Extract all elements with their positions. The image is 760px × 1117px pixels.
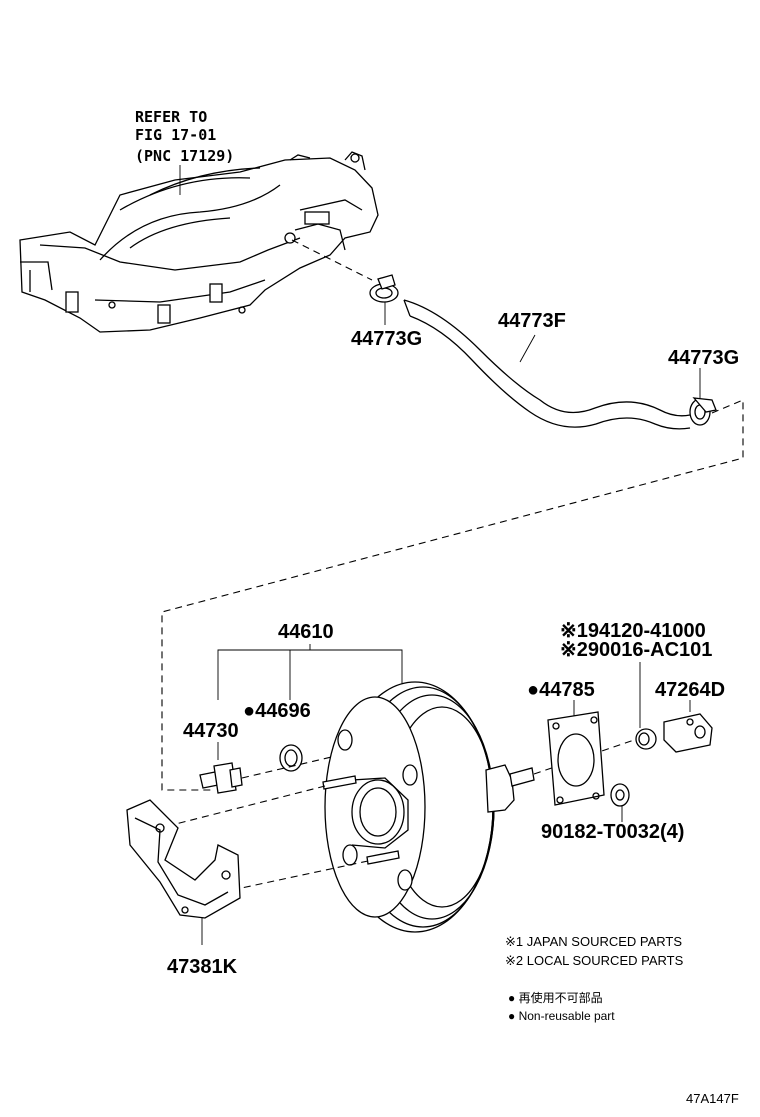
hose-clip-right xyxy=(689,397,717,426)
refer-to-line1: REFER TO xyxy=(135,108,207,126)
part-label-47264D[interactable]: 47264D xyxy=(655,679,725,701)
part-label-44773G-top[interactable]: 44773G xyxy=(351,328,422,350)
legend-note-japan: ※1 JAPAN SOURCED PARTS xyxy=(505,934,682,949)
part-label-44773G-right[interactable]: 44773G xyxy=(668,347,739,369)
hose-clip-top xyxy=(369,274,399,303)
part-label-44785[interactable]: ●44785 xyxy=(527,679,595,701)
part-label-47381K[interactable]: 47381K xyxy=(167,956,238,978)
part-label-44730[interactable]: 44730 xyxy=(183,720,239,742)
refer-to-line2: FIG 17-01 xyxy=(135,126,216,144)
clevis xyxy=(663,713,713,753)
nut xyxy=(635,728,657,750)
gasket-plate xyxy=(547,711,605,806)
assembly-bracket-line xyxy=(217,649,403,700)
part-label-nut-1[interactable]: ※194120-41000 xyxy=(560,620,706,642)
part-label-44696[interactable]: ●44696 xyxy=(243,700,311,722)
flange-bolt xyxy=(610,783,630,807)
grommet xyxy=(279,744,303,772)
legend-nonreusable-jp: ● 再使用不可部品 xyxy=(508,990,603,1005)
part-label-nut-2[interactable]: ※290016-AC101 xyxy=(560,639,712,661)
part-label-44773F[interactable]: 44773F xyxy=(498,310,566,332)
part-label-90182[interactable]: 90182-T0032(4) xyxy=(541,821,684,843)
brake-booster xyxy=(322,681,535,933)
check-valve xyxy=(199,762,243,794)
legend-note-local: ※2 LOCAL SOURCED PARTS xyxy=(505,953,684,968)
part-label-44610[interactable]: 44610 xyxy=(278,621,334,643)
connection-line-manifold xyxy=(291,239,373,281)
intake-manifold-illustration xyxy=(19,151,379,333)
figure-code: 47A147F xyxy=(686,1091,739,1106)
connection-line-hose-to-valve xyxy=(161,399,744,791)
refer-to-line3: (PNC 17129) xyxy=(135,147,234,165)
legend-nonreusable-en: ● Non-reusable part xyxy=(508,1009,615,1023)
vacuum-hose xyxy=(403,299,691,430)
mounting-bracket xyxy=(126,799,241,919)
